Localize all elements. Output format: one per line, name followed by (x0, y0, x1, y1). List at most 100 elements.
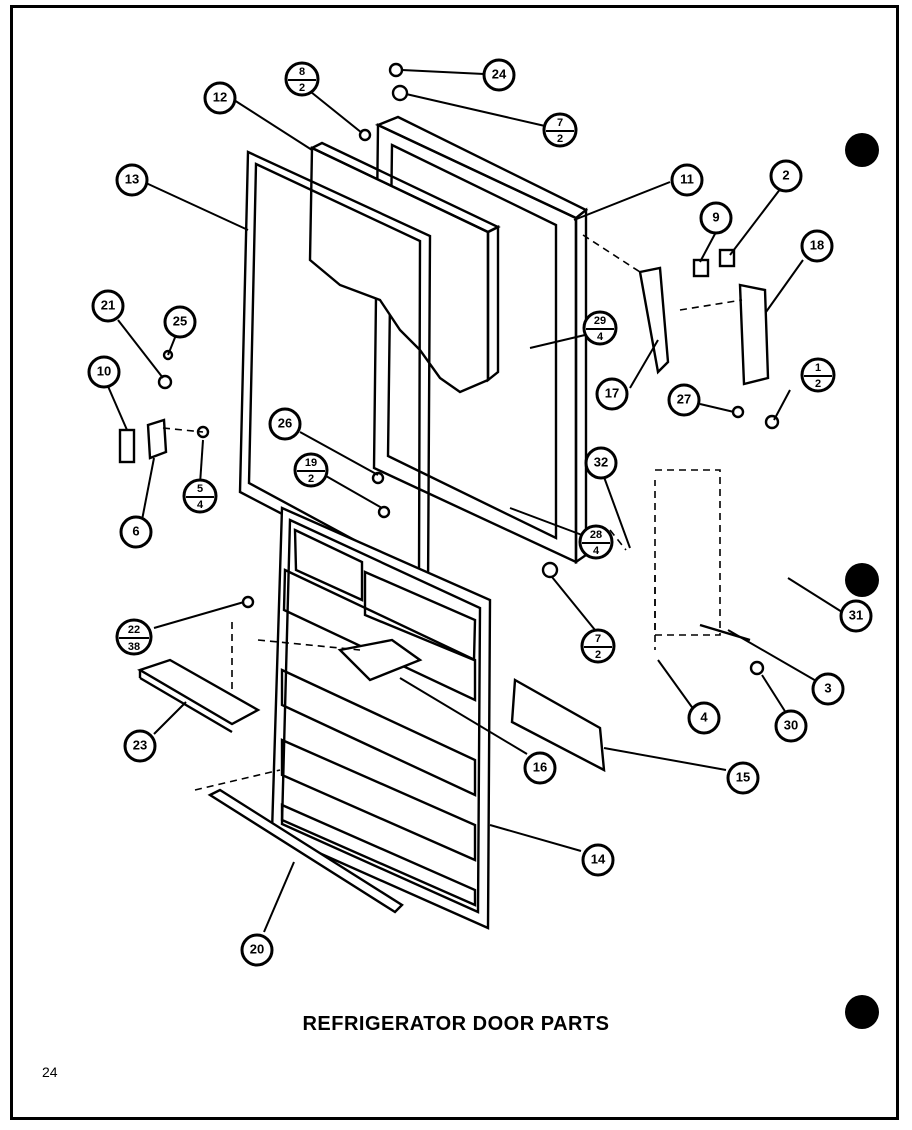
svg-text:18: 18 (810, 237, 824, 252)
svg-text:23: 23 (133, 737, 147, 752)
door-handle (738, 283, 770, 386)
callout-6: 6 (119, 515, 153, 549)
callout-32: 32 (584, 446, 618, 480)
svg-text:28: 28 (590, 529, 602, 541)
svg-text:4: 4 (593, 545, 600, 557)
svg-text:7: 7 (595, 633, 601, 645)
bottom-retainer (207, 788, 404, 914)
callout-25: 25 (163, 305, 197, 339)
screw-center (377, 505, 391, 519)
plug-button (731, 405, 745, 419)
svg-text:10: 10 (97, 363, 111, 378)
svg-text:29: 29 (594, 315, 606, 327)
callout-16: 16 (523, 751, 557, 785)
handle-bracket (638, 266, 670, 375)
svg-text:21: 21 (101, 297, 115, 312)
svg-text:2: 2 (815, 378, 821, 390)
callout-20: 20 (240, 933, 274, 967)
callout-17: 17 (595, 377, 629, 411)
svg-text:4: 4 (197, 499, 204, 511)
svg-text:5: 5 (197, 483, 203, 495)
callout-13: 13 (115, 163, 149, 197)
leader-lines (106, 69, 843, 933)
callout-14: 14 (581, 843, 615, 877)
hinge-bracket (118, 428, 136, 464)
callout-5-4: 54 (182, 478, 218, 514)
drawing-border (10, 5, 899, 1120)
callout-21: 21 (91, 289, 125, 323)
side-panel (654, 469, 721, 636)
callout-19-2: 192 (293, 452, 329, 488)
callout-11: 11 (670, 163, 704, 197)
svg-text:2: 2 (308, 473, 314, 485)
svg-text:26: 26 (278, 415, 292, 430)
binder-hole (845, 563, 879, 597)
binder-hole (845, 995, 879, 1029)
alignment-lines (162, 234, 743, 791)
lower-bushing (541, 561, 559, 579)
door-trim (510, 678, 606, 773)
callout-3: 3 (811, 672, 845, 706)
callout-18: 18 (800, 229, 834, 263)
callout-28-4: 284 (578, 524, 614, 560)
callout-1-2: 12 (800, 357, 836, 393)
diagram-title: REFRIGERATOR DOOR PARTS (302, 1013, 610, 1035)
egg-tray (137, 658, 261, 734)
svg-text:6: 6 (132, 523, 139, 538)
top-bushing (391, 84, 409, 102)
clip (371, 471, 385, 485)
handle-cap (692, 258, 710, 278)
bolt (749, 660, 765, 676)
svg-text:9: 9 (712, 209, 719, 224)
svg-text:4: 4 (700, 709, 708, 724)
callout-10: 10 (87, 355, 121, 389)
callout-7-2-low: 72 (580, 628, 616, 664)
svg-text:2: 2 (557, 133, 563, 145)
callout-2: 2 (769, 159, 803, 193)
svg-text:1: 1 (815, 362, 821, 374)
svg-text:7: 7 (557, 117, 563, 129)
svg-text:17: 17 (605, 385, 619, 400)
callout-24: 24 (482, 58, 516, 92)
svg-text:22: 22 (128, 624, 140, 636)
svg-text:11: 11 (680, 171, 694, 186)
page-number: 24 (42, 1064, 58, 1080)
callout-15: 15 (726, 761, 760, 795)
callout-8-2: 82 (284, 61, 320, 97)
svg-text:20: 20 (250, 941, 264, 956)
svg-text:12: 12 (213, 89, 227, 104)
svg-text:27: 27 (677, 391, 691, 406)
svg-text:13: 13 (125, 171, 139, 186)
screw-shelf (241, 595, 255, 609)
binder-hole (845, 133, 879, 167)
callout-27: 27 (667, 383, 701, 417)
svg-text:19: 19 (305, 457, 317, 469)
hinge-plate (146, 418, 168, 460)
svg-text:31: 31 (849, 607, 863, 622)
svg-text:32: 32 (594, 454, 608, 469)
svg-text:38: 38 (128, 641, 140, 653)
svg-text:4: 4 (597, 331, 604, 343)
svg-text:8: 8 (299, 66, 305, 78)
top-cap (388, 62, 404, 78)
svg-text:2: 2 (595, 649, 601, 661)
callout-29-4: 294 (582, 310, 618, 346)
svg-text:2: 2 (782, 167, 789, 182)
callout-7-2-top: 72 (542, 112, 578, 148)
svg-text:14: 14 (591, 851, 606, 866)
callout-9: 9 (699, 201, 733, 235)
hinge-pin (157, 374, 173, 390)
callout-23: 23 (123, 729, 157, 763)
svg-text:25: 25 (173, 313, 187, 328)
inner-door-liner (270, 506, 492, 930)
callout-4: 4 (687, 701, 721, 735)
svg-text:3: 3 (824, 680, 831, 695)
svg-text:24: 24 (492, 66, 507, 81)
callout-12: 12 (203, 81, 237, 115)
svg-text:2: 2 (299, 82, 305, 94)
svg-text:15: 15 (736, 769, 750, 784)
callout-31: 31 (839, 599, 873, 633)
svg-text:30: 30 (784, 717, 798, 732)
